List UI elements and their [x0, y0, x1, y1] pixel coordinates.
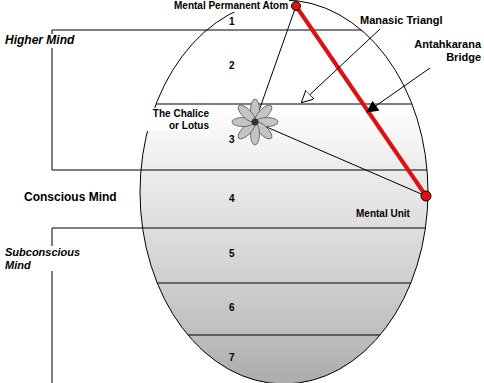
- symbol-label: The Chalice or Lotus: [144, 108, 210, 131]
- atom-dot: [292, 2, 301, 11]
- bridge-line: [296, 6, 426, 196]
- point-label: Mental Unit: [356, 208, 410, 220]
- band-number: 3: [229, 134, 235, 146]
- band-number: 6: [229, 302, 235, 314]
- band-number: 4: [229, 193, 235, 205]
- callout-label: Manasic Triangl: [360, 14, 443, 27]
- triangle-lines: [255, 6, 426, 196]
- mind-circle: [140, 0, 428, 383]
- bracket: [52, 30, 207, 383]
- band-lines: [130, 30, 440, 335]
- region-label: Higher Mind: [4, 34, 75, 48]
- region-label: Subconscious Mind: [4, 246, 90, 271]
- band-number: 7: [229, 352, 235, 364]
- point-label: Mental Permanent Atom: [173, 0, 289, 12]
- leader-line: [367, 68, 430, 112]
- band-number: 5: [229, 248, 235, 260]
- band-number: 1: [229, 16, 235, 28]
- leader-line: [302, 29, 380, 102]
- band-number: 2: [229, 60, 235, 72]
- unit-dot: [421, 191, 431, 201]
- lotus-symbol: [232, 99, 278, 145]
- callout-label: Antahkarana Bridge: [401, 38, 481, 63]
- region-label: Conscious Mind: [24, 191, 117, 205]
